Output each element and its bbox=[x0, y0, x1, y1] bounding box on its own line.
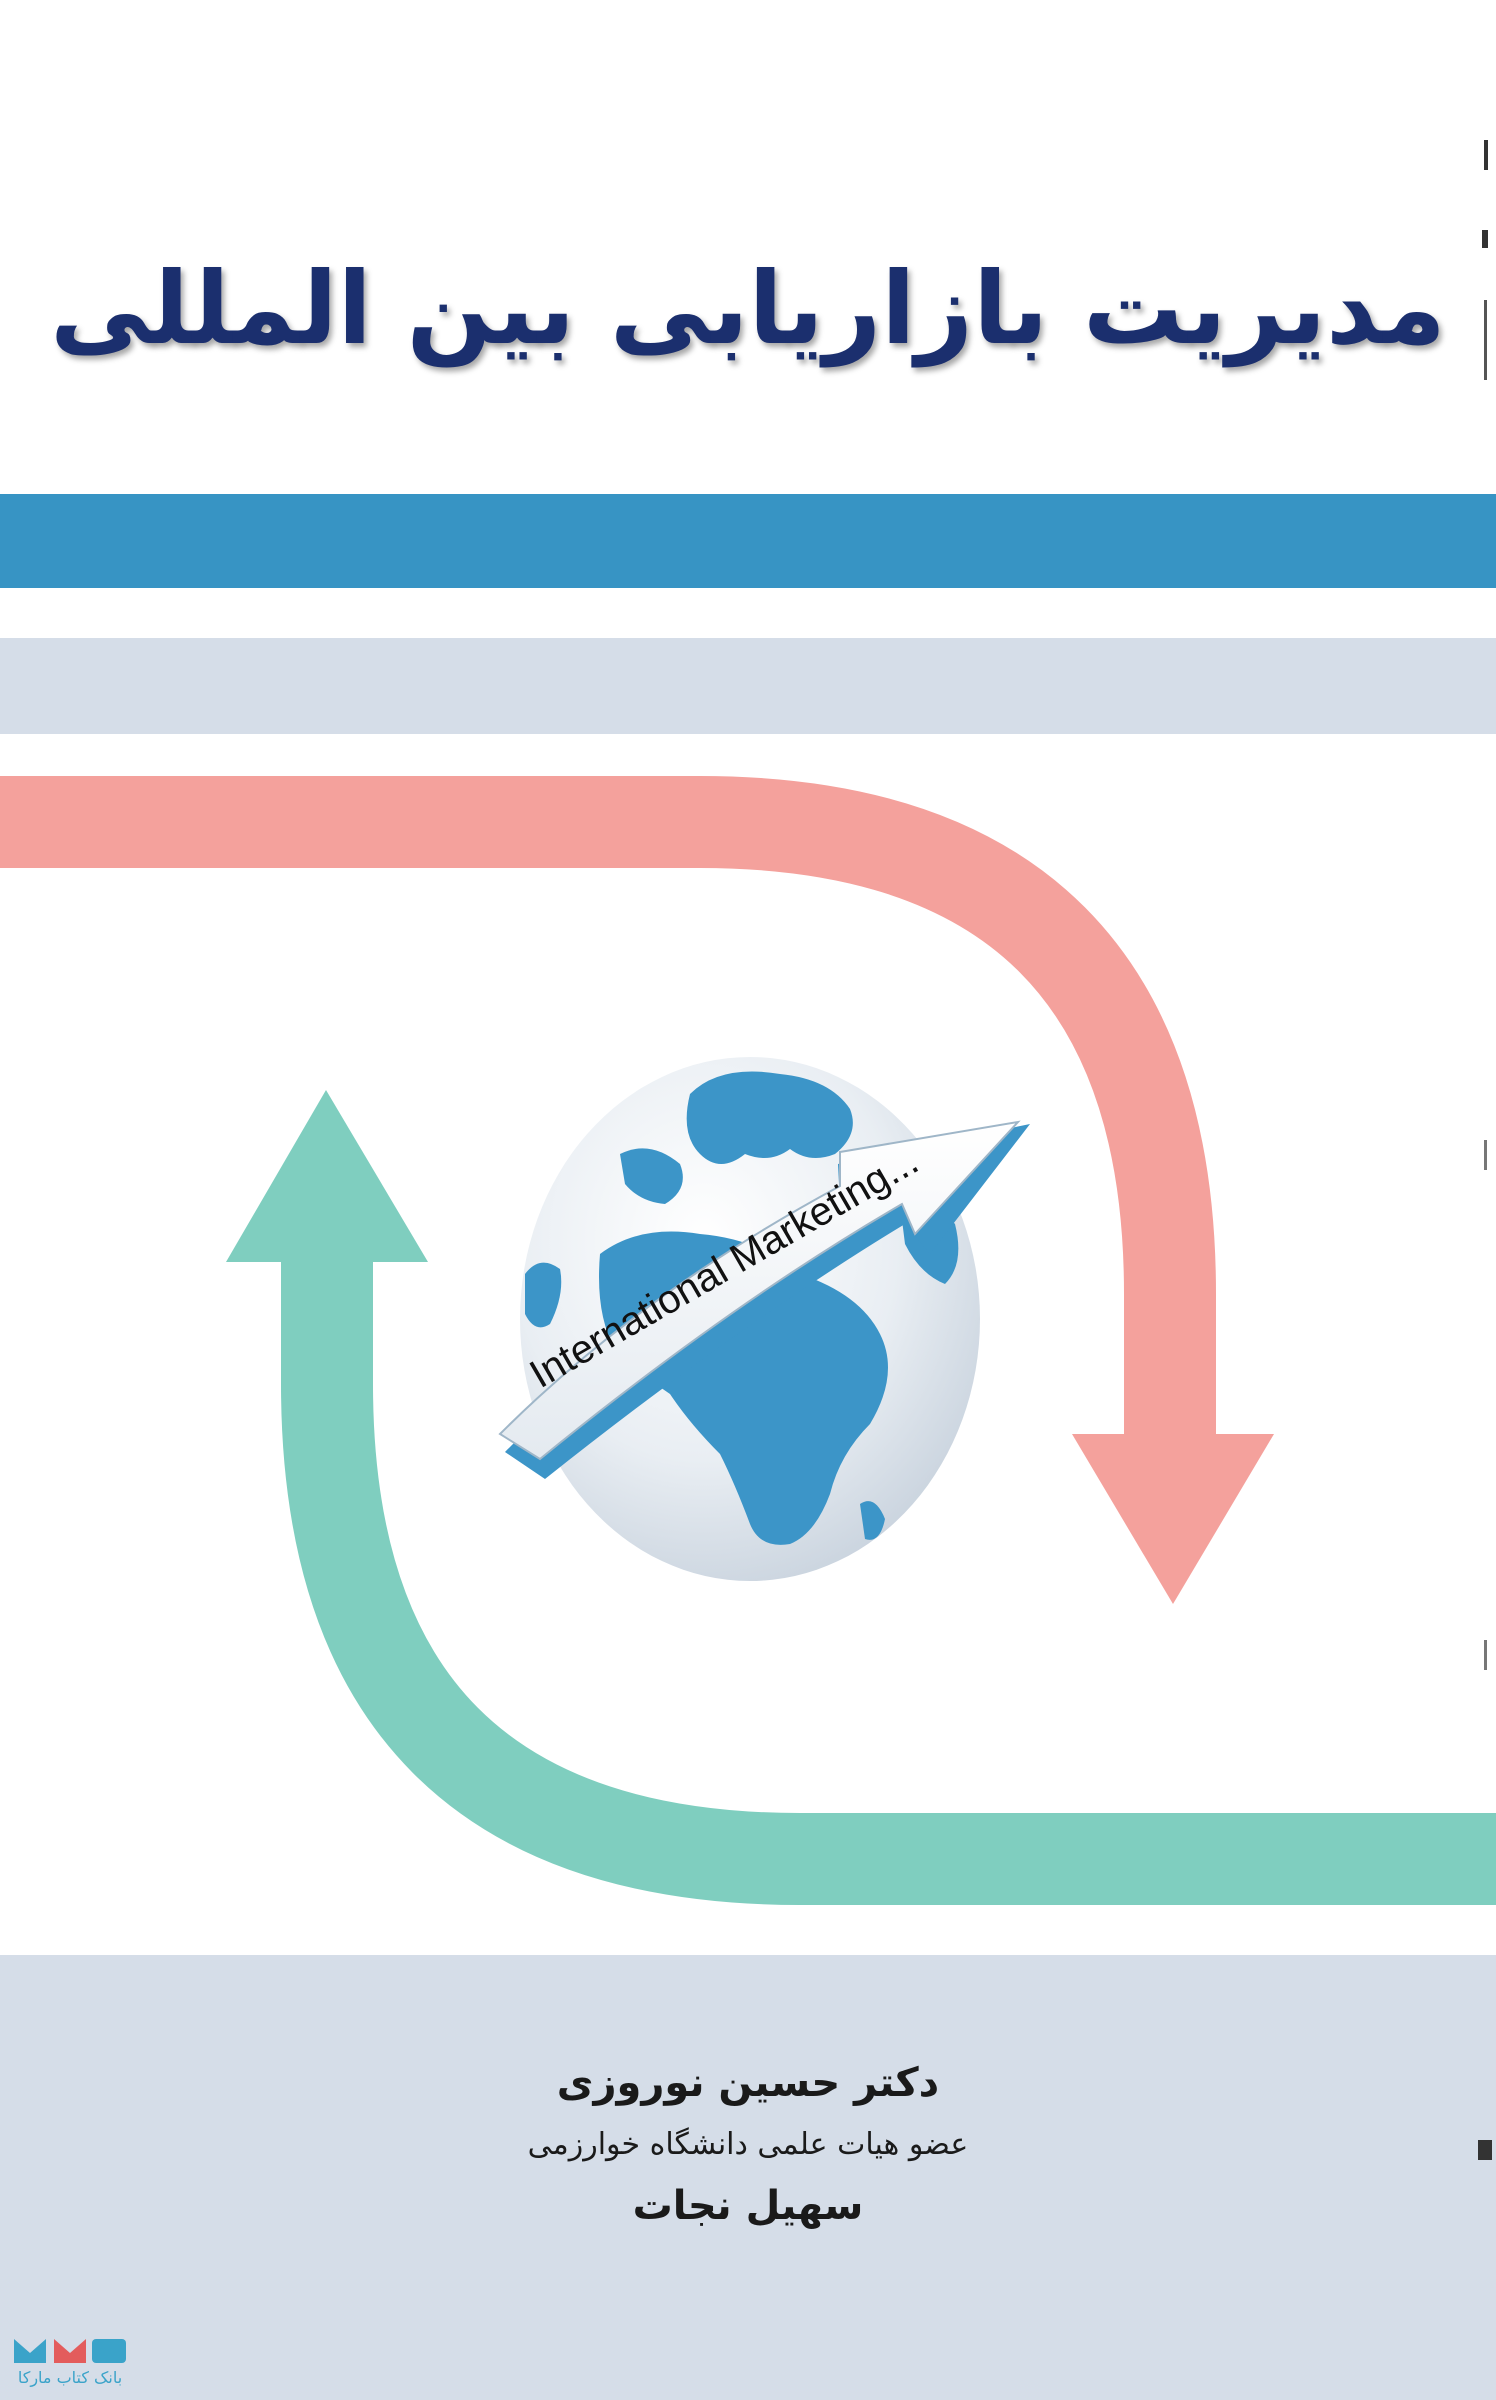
author-panel bbox=[0, 1955, 1496, 2400]
banner-arrow-icon bbox=[498, 1120, 1030, 1479]
book-title: مدیریت بازاریابی بین المللی bbox=[50, 250, 1446, 367]
publisher-logo-text: بانک کتاب مارکا bbox=[17, 2368, 123, 2387]
spine-edge bbox=[1478, 140, 1492, 2160]
grey-band-top bbox=[0, 638, 1496, 734]
cover-illustration: International Marketing... bbox=[0, 776, 1496, 1905]
marka-logo-icon bbox=[14, 2339, 126, 2363]
green-arrow-icon bbox=[226, 1090, 1496, 1905]
blue-band bbox=[0, 494, 1496, 588]
red-arrow-icon bbox=[0, 776, 1274, 1604]
author-secondary: سهیل نجات bbox=[632, 2183, 864, 2229]
author-affiliation: عضو هیات علمی دانشگاه خوارزمی bbox=[527, 2127, 969, 2162]
author-primary: دکتر حسین نوروزی bbox=[556, 2060, 940, 2106]
